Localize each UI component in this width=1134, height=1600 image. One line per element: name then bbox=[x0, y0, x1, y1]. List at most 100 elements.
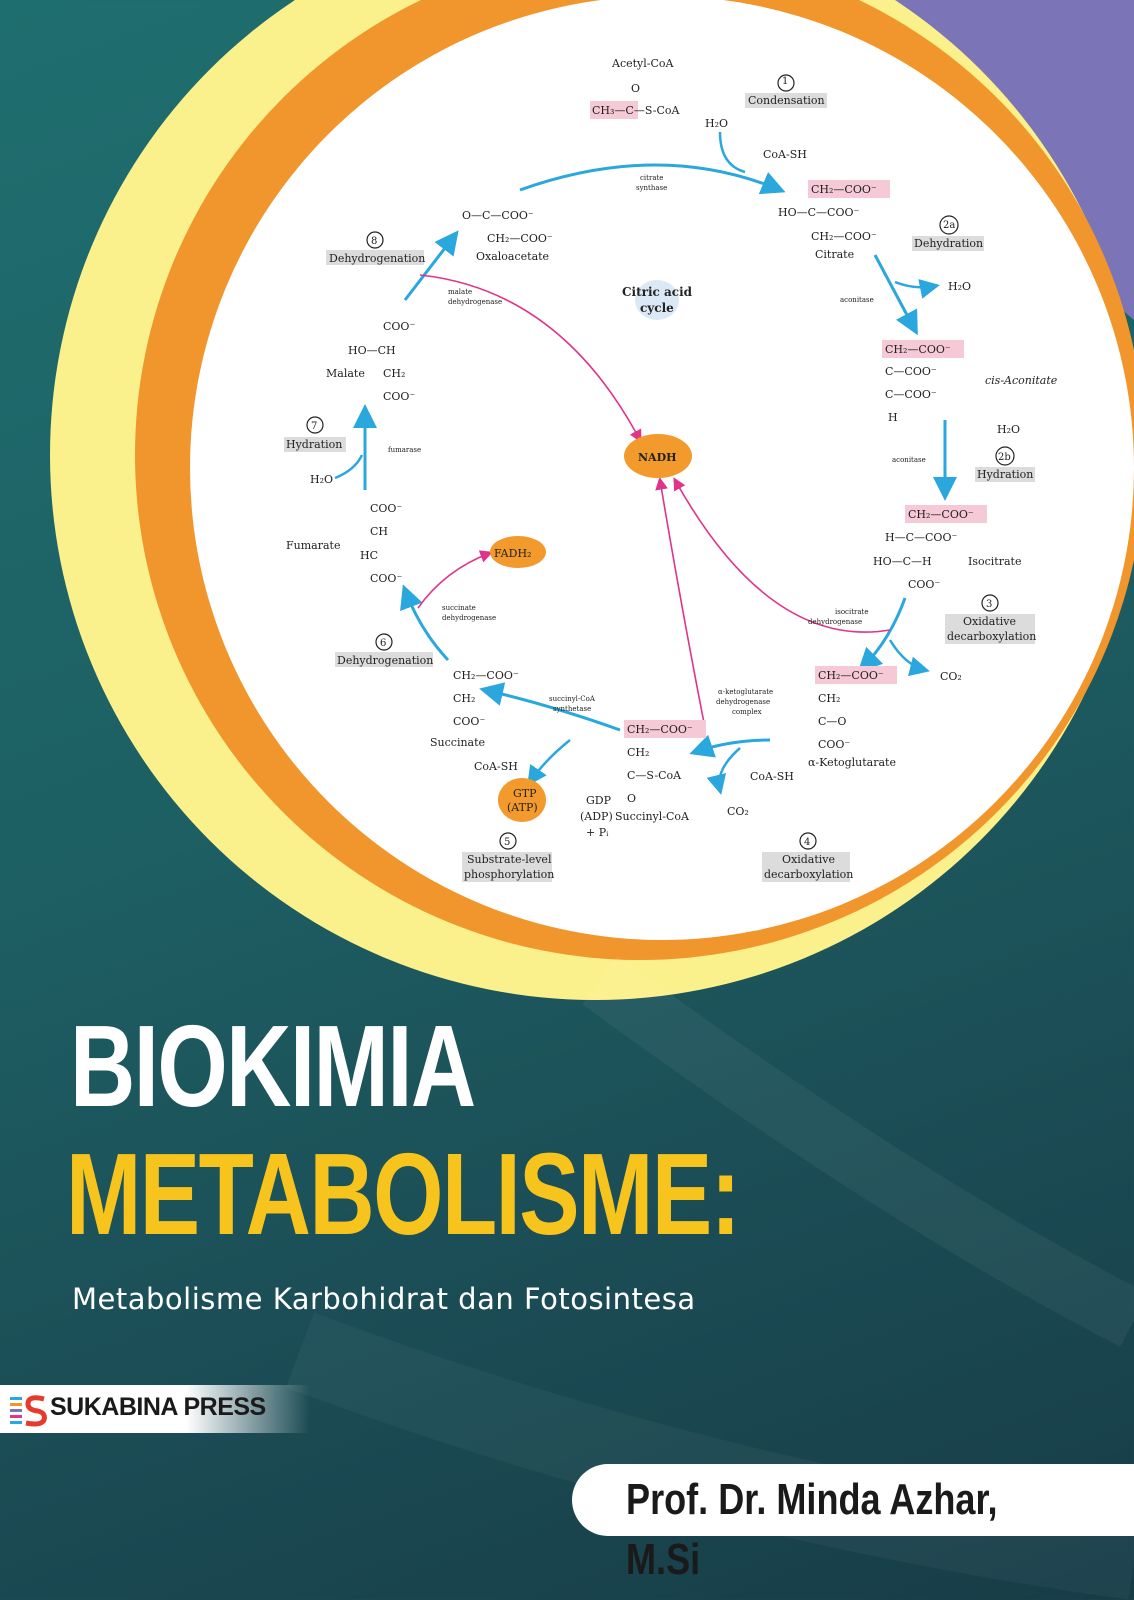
svg-text:GDP: GDP bbox=[586, 794, 612, 807]
svg-text:dehydrogenase: dehydrogenase bbox=[716, 698, 770, 706]
svg-text:dehydrogenase: dehydrogenase bbox=[448, 298, 502, 306]
svg-text:α-ketoglutarate: α-ketoglutarate bbox=[718, 688, 773, 696]
arrow-substrate-5 bbox=[479, 682, 621, 732]
svg-text:CoA-SH: CoA-SH bbox=[750, 770, 794, 783]
svg-text:H₂O: H₂O bbox=[948, 280, 971, 293]
svg-text:(ATP): (ATP) bbox=[507, 801, 538, 814]
svg-text:COO⁻: COO⁻ bbox=[383, 320, 415, 333]
svg-text:dehydrogenase: dehydrogenase bbox=[442, 614, 496, 622]
arrow-dehydrogenation-6 bbox=[400, 584, 450, 662]
svg-text:8: 8 bbox=[371, 236, 377, 247]
svg-text:+ Pᵢ: + Pᵢ bbox=[586, 826, 609, 839]
svg-text:CH₂—COO⁻: CH₂—COO⁻ bbox=[811, 183, 877, 196]
svg-text:COO⁻: COO⁻ bbox=[818, 738, 850, 751]
svg-text:synthase: synthase bbox=[636, 184, 667, 192]
publisher-name: SUKABINA PRESS bbox=[50, 1393, 266, 1421]
svg-text:CH₂—COO⁻: CH₂—COO⁻ bbox=[908, 508, 974, 521]
svg-text:H: H bbox=[888, 411, 898, 424]
svg-text:CH₂—COO⁻: CH₂—COO⁻ bbox=[818, 669, 884, 682]
svg-text:O—C—COO⁻: O—C—COO⁻ bbox=[462, 209, 534, 222]
svg-text:5: 5 bbox=[504, 837, 510, 848]
svg-text:CoA-SH: CoA-SH bbox=[474, 760, 518, 773]
svg-text:succinyl-CoA: succinyl-CoA bbox=[549, 695, 596, 703]
svg-text:2b: 2b bbox=[998, 452, 1011, 463]
svg-text:Succinyl-CoA: Succinyl-CoA bbox=[615, 810, 690, 823]
arrow-condensation bbox=[519, 163, 786, 195]
svg-text:aconitase: aconitase bbox=[840, 296, 874, 304]
svg-text:Dehydrogenation: Dehydrogenation bbox=[329, 252, 425, 265]
svg-text:(ADP): (ADP) bbox=[580, 810, 613, 823]
svg-text:6: 6 bbox=[380, 638, 386, 649]
svg-text:NADH: NADH bbox=[638, 451, 677, 464]
svg-text:citrate: citrate bbox=[640, 174, 663, 182]
svg-text:1: 1 bbox=[782, 76, 788, 87]
arrow-fadh2-from-succinate bbox=[417, 550, 493, 609]
svg-text:CoA-SH: CoA-SH bbox=[763, 148, 807, 161]
svg-text:CH₂: CH₂ bbox=[383, 367, 405, 380]
svg-text:COO⁻: COO⁻ bbox=[908, 578, 940, 591]
svg-text:HO—C—COO⁻: HO—C—COO⁻ bbox=[778, 206, 859, 219]
svg-text:CH₃—C—S-CoA: CH₃—C—S-CoA bbox=[592, 104, 681, 117]
svg-text:CH₂—COO⁻: CH₂—COO⁻ bbox=[627, 723, 693, 736]
svg-text:C—COO⁻: C—COO⁻ bbox=[885, 388, 937, 401]
svg-text:HO—CH: HO—CH bbox=[348, 344, 396, 357]
author-name: Prof. Dr. Minda Azhar, M.Si bbox=[626, 1475, 998, 1584]
book-title-line-1: BIOKIMIA bbox=[70, 1001, 476, 1131]
svg-text:COO⁻: COO⁻ bbox=[383, 390, 415, 403]
diagram-text: Acetyl-CoA O CH₃—C—S-CoA H₂O CoA-SH 1 Co… bbox=[286, 57, 1058, 881]
background-sheen bbox=[582, 955, 1134, 1347]
svg-text:CH₂—COO⁻: CH₂—COO⁻ bbox=[885, 343, 951, 356]
arrow-h2o-in-7 bbox=[334, 454, 364, 480]
svg-text:CH: CH bbox=[370, 525, 388, 538]
svg-text:Dehydration: Dehydration bbox=[914, 237, 983, 250]
arrow-h2o-out-2a bbox=[894, 279, 940, 299]
svg-text:H₂O: H₂O bbox=[310, 473, 333, 486]
svg-text:Acetyl-CoA: Acetyl-CoA bbox=[611, 57, 675, 70]
svg-text:2a: 2a bbox=[943, 220, 955, 231]
arrow-dehydrogenation-8 bbox=[403, 230, 459, 301]
svg-text:Oxaloacetate: Oxaloacetate bbox=[476, 250, 549, 263]
svg-text:succinate: succinate bbox=[442, 604, 476, 612]
svg-text:isocitrate: isocitrate bbox=[835, 608, 869, 616]
svg-text:HC: HC bbox=[360, 549, 378, 562]
svg-text:aconitase: aconitase bbox=[892, 456, 926, 464]
svg-text:COO⁻: COO⁻ bbox=[370, 502, 402, 515]
citric-cycle-center-oval bbox=[635, 280, 679, 320]
arrow-oxidative-4 bbox=[689, 734, 771, 758]
svg-text:H₂O: H₂O bbox=[997, 423, 1020, 436]
svg-text:dehydrogenase: dehydrogenase bbox=[808, 618, 862, 626]
svg-text:cis-Aconitate: cis-Aconitate bbox=[985, 374, 1058, 387]
svg-text:malate: malate bbox=[448, 288, 472, 296]
svg-text:cycle: cycle bbox=[640, 301, 674, 315]
svg-text:Citric acid: Citric acid bbox=[622, 285, 693, 299]
svg-text:CO₂: CO₂ bbox=[727, 805, 749, 818]
publisher-logo-icon bbox=[10, 1395, 47, 1427]
svg-text:HO—C—H: HO—C—H bbox=[873, 555, 932, 568]
svg-text:FADH₂: FADH₂ bbox=[494, 547, 531, 560]
arrow-co2-out-3 bbox=[888, 639, 930, 677]
svg-text:CH₂—COO⁻: CH₂—COO⁻ bbox=[811, 230, 877, 243]
svg-text:C—S-CoA: C—S-CoA bbox=[627, 769, 682, 782]
svg-text:H₂O: H₂O bbox=[705, 117, 728, 130]
arrow-nadh-from-ketoglutarate bbox=[655, 476, 706, 729]
arrow-oxidative-3 bbox=[857, 597, 907, 673]
svg-text:complex: complex bbox=[732, 708, 762, 716]
svg-text:α-Ketoglutarate: α-Ketoglutarate bbox=[808, 756, 896, 769]
svg-text:7: 7 bbox=[311, 421, 317, 432]
svg-text:GTP: GTP bbox=[513, 787, 537, 800]
svg-text:CH₂: CH₂ bbox=[627, 746, 649, 759]
svg-text:CH₂—COO⁻: CH₂—COO⁻ bbox=[487, 232, 553, 245]
svg-text:H—C—COO⁻: H—C—COO⁻ bbox=[885, 531, 957, 544]
svg-text:Condensation: Condensation bbox=[748, 94, 825, 107]
svg-text:Oxidative: Oxidative bbox=[782, 853, 835, 866]
svg-text:Citrate: Citrate bbox=[815, 248, 854, 261]
svg-text:COO⁻: COO⁻ bbox=[370, 572, 402, 585]
svg-text:Oxidative: Oxidative bbox=[963, 615, 1016, 628]
svg-text:3: 3 bbox=[986, 599, 992, 610]
arrow-dehydration bbox=[873, 254, 918, 336]
book-title-line-2: METABOLISME: bbox=[66, 1129, 741, 1259]
author-pill bbox=[572, 1464, 1134, 1536]
svg-text:C—COO⁻: C—COO⁻ bbox=[885, 365, 937, 378]
arrow-nadh-from-isocitrate bbox=[673, 477, 891, 633]
